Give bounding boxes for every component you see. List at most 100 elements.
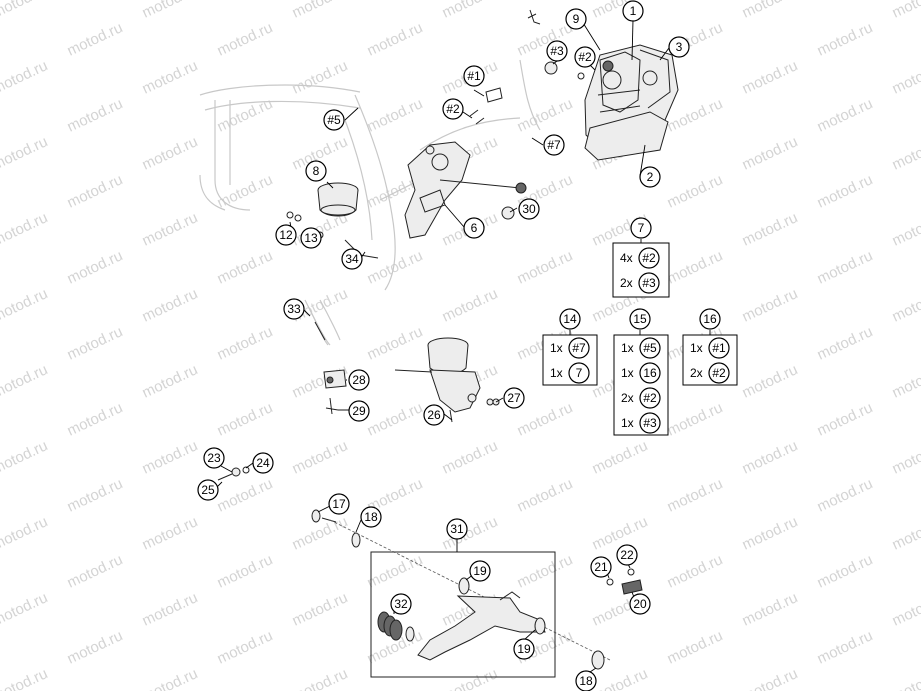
kit-row-qty: 1x	[621, 366, 634, 380]
callout-21: 21	[590, 556, 612, 578]
watermark-text: motod.ru	[140, 361, 201, 401]
watermark-text: motod.ru	[0, 57, 50, 97]
svg-text:16: 16	[643, 366, 657, 380]
watermark-text: motod.ru	[215, 551, 276, 591]
svg-text:22: 22	[620, 548, 634, 562]
watermark-text: motod.ru	[665, 551, 726, 591]
watermark-text: motod.ru	[665, 171, 726, 211]
callout-20: 20	[629, 593, 651, 615]
svg-text:#2: #2	[642, 251, 656, 265]
watermark-text: motod.ru	[290, 437, 351, 477]
kit-row-qty: 1x	[690, 341, 703, 355]
watermark-text: motod.ru	[815, 247, 876, 287]
watermark-text: motod.ru	[65, 171, 126, 211]
watermark-text: motod.ru	[740, 209, 801, 249]
watermark-text: motod.ru	[215, 19, 276, 59]
watermark-text: motod.ru	[665, 627, 726, 667]
callout-hash-2-mid: #2	[442, 98, 464, 120]
svg-text:23: 23	[207, 451, 221, 465]
watermark-text: motod.ru	[215, 323, 276, 363]
callout-3: 3	[668, 36, 690, 58]
watermark-text: motod.ru	[65, 247, 126, 287]
watermark-text: motod.ru	[215, 627, 276, 667]
svg-text:#2: #2	[446, 102, 460, 116]
watermark-text: motod.ru	[815, 551, 876, 591]
callout-29: 29	[348, 400, 370, 422]
watermark-text: motod.ru	[140, 133, 201, 173]
watermark-text: motod.ru	[515, 247, 576, 287]
callout-22: 22	[616, 544, 638, 566]
callout-33: 33	[283, 298, 305, 320]
watermark-text: motod.ru	[215, 171, 276, 211]
watermark-text: motod.ru	[0, 0, 50, 22]
svg-text:31: 31	[450, 522, 464, 536]
svg-text:#5: #5	[327, 113, 341, 127]
watermark-text: motod.ru	[140, 589, 201, 629]
kit-row-ref-callout: 16	[639, 362, 661, 384]
svg-text:#3: #3	[642, 276, 656, 290]
svg-text:2: 2	[647, 170, 654, 184]
watermark-text: motod.ru	[740, 437, 801, 477]
callout-26: 26	[423, 404, 445, 426]
kit-row-ref-callout: #7	[568, 337, 590, 359]
watermark-text: motod.ru	[140, 0, 201, 22]
watermark-text: motod.ru	[890, 513, 921, 553]
kit-row-ref-callout: #3	[638, 272, 660, 294]
svg-text:30: 30	[522, 202, 536, 216]
callout-hash-3-top: #3	[546, 40, 568, 62]
svg-text:#2: #2	[643, 391, 657, 405]
watermark-text: motod.ru	[65, 95, 126, 135]
watermark-text: motod.ru	[740, 589, 801, 629]
callout-18-top: 18	[360, 506, 382, 528]
svg-text:16: 16	[703, 312, 717, 326]
svg-text:27: 27	[507, 391, 521, 405]
brake-light-switch	[323, 369, 347, 415]
kit-row-ref-callout: #1	[708, 337, 730, 359]
watermark-text: motod.ru	[890, 57, 921, 97]
watermark-text: motod.ru	[140, 513, 201, 553]
svg-text:33: 33	[287, 302, 301, 316]
watermark-text: motod.ru	[890, 437, 921, 477]
watermark-text: motod.ru	[140, 285, 201, 325]
svg-text:6: 6	[471, 221, 478, 235]
watermark-text: motod.ru	[665, 399, 726, 439]
brake-caliper-assembly	[527, 9, 679, 161]
brake-pedal-assembly-box	[370, 551, 556, 678]
watermark-text: motod.ru	[365, 551, 426, 591]
watermark-text: motod.ru	[515, 95, 576, 135]
watermark-text: motod.ru	[740, 0, 801, 22]
svg-text:21: 21	[594, 560, 608, 574]
watermark-text: motod.ru	[65, 399, 126, 439]
kit-row-qty: 2x	[690, 366, 703, 380]
watermark-text: motod.ru	[215, 247, 276, 287]
callout-hash-5: #5	[323, 109, 345, 131]
watermark-text: motod.ru	[0, 589, 50, 629]
svg-text:32: 32	[394, 597, 408, 611]
svg-text:18: 18	[364, 510, 378, 524]
watermark-text: motod.ru	[365, 95, 426, 135]
svg-text:25: 25	[201, 483, 215, 497]
watermark-text: motod.ru	[740, 665, 801, 691]
watermark-text: motod.ru	[0, 665, 50, 691]
watermark-text: motod.ru	[890, 589, 921, 629]
watermark-text: motod.ru	[815, 627, 876, 667]
watermark-text: motod.ru	[440, 437, 501, 477]
watermark-text: motod.ru	[290, 0, 351, 22]
spring-bolt-set	[591, 568, 643, 670]
watermark-text: motod.ru	[515, 475, 576, 515]
watermark-text: motod.ru	[440, 0, 501, 22]
watermark-text: motod.ru	[440, 285, 501, 325]
callout-hash-2-top: #2	[574, 46, 596, 68]
svg-text:8: 8	[313, 164, 320, 178]
watermark-text: motod.ru	[815, 475, 876, 515]
svg-text:3: 3	[676, 40, 683, 54]
callout-15: 15	[629, 308, 651, 330]
svg-text:#1: #1	[712, 341, 726, 355]
watermark-text: motod.ru	[140, 57, 201, 97]
watermark-text: motod.ru	[890, 361, 921, 401]
svg-text:19: 19	[473, 564, 487, 578]
watermark-text: motod.ru	[815, 399, 876, 439]
callout-30: 30	[518, 198, 540, 220]
callout-34: 34	[341, 248, 363, 270]
